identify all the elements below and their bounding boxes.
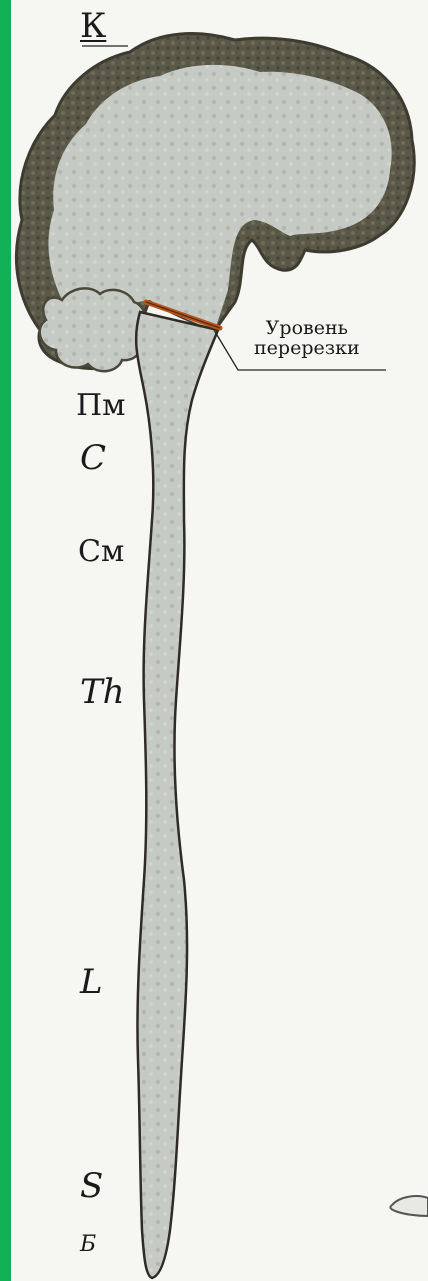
label-cortex: К (80, 6, 106, 46)
label-bottom: Б (80, 1232, 96, 1257)
label-cut-level: Уровень перерезки (254, 318, 360, 358)
label-sacral: S (80, 1166, 103, 1206)
label-cerebellum: См (78, 534, 124, 569)
label-cut-level-line1: Уровень (254, 318, 360, 338)
label-midbrain: Пм (76, 388, 126, 423)
spinal-cord (136, 312, 218, 1278)
label-cervical: С (80, 438, 106, 478)
bone-fragment (390, 1196, 428, 1216)
label-thoracic: Th (80, 672, 125, 712)
label-lumbar: L (80, 962, 103, 1002)
label-cut-level-line2: перерезки (254, 338, 360, 358)
